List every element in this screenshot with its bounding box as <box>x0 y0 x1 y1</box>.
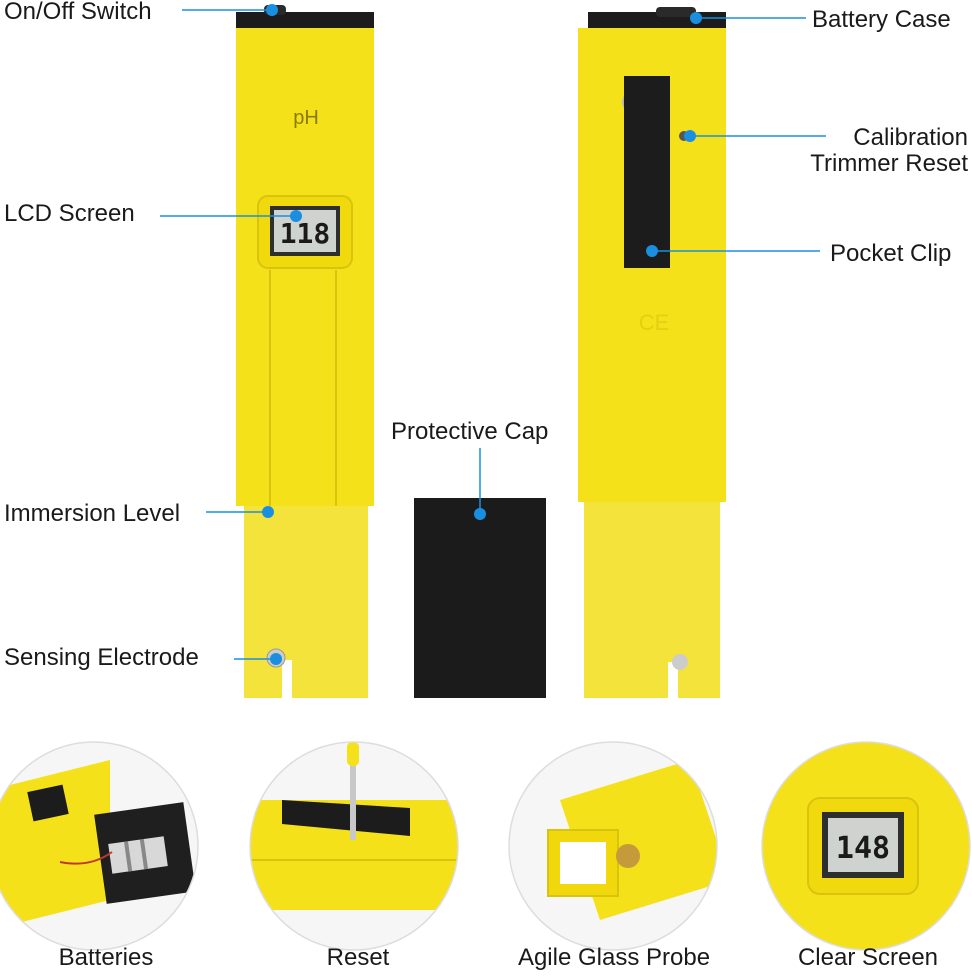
battery-case-dot <box>690 12 702 24</box>
sensing-electrode-label: Sensing Electrode <box>4 644 199 671</box>
protective-cap-label: Protective Cap <box>391 418 549 445</box>
clear-screen-label: Clear Screen <box>797 944 939 971</box>
callout-lines <box>160 9 826 660</box>
on-off-switch-dot <box>266 4 278 16</box>
probe-label: Agile Glass Probe <box>517 944 711 971</box>
batteries-label: Batteries <box>58 944 154 971</box>
protective-cap-dot <box>474 508 486 520</box>
reset-label: Reset <box>326 944 390 971</box>
immersion-level-dot <box>262 506 274 518</box>
immersion-level-label: Immersion Level <box>4 500 181 527</box>
sensing-electrode-dot <box>270 653 282 665</box>
detail-probe <box>508 741 718 951</box>
detail-clear-screen: 148 <box>761 741 971 951</box>
calibration-label-line2: Trimmer Reset <box>810 150 968 177</box>
callout-dots <box>262 4 702 665</box>
pocket-clip-dot <box>646 245 658 257</box>
lcd-screen-label: LCD Screen <box>4 200 135 227</box>
on-off-switch-label: On/Off Switch <box>4 0 152 25</box>
ph-mark: pH <box>293 107 319 129</box>
battery-case-label: Battery Case <box>812 6 951 33</box>
calibration-label-line1: Calibration <box>853 124 968 151</box>
detail-reset <box>249 741 459 951</box>
front-pen: pH 118 <box>236 5 374 698</box>
front-pen-electrode-sleeve <box>244 506 368 698</box>
back-pen: CE <box>578 7 726 698</box>
ce-mark: CE <box>639 310 670 335</box>
protective-cap <box>414 498 546 698</box>
back-pen-electrode-sleeve <box>584 502 720 698</box>
pocket-clip-label: Pocket Clip <box>830 240 952 267</box>
front-pen-top-cap <box>236 12 374 30</box>
pocket-clip <box>624 76 670 268</box>
clear-lcd-value: 148 <box>836 831 890 866</box>
detail-batteries <box>0 741 199 951</box>
lcd-screen <box>274 210 336 252</box>
lcd-screen-dot <box>290 210 302 222</box>
calibration-trimmer-dot <box>684 130 696 142</box>
lcd-value: 118 <box>280 217 331 250</box>
